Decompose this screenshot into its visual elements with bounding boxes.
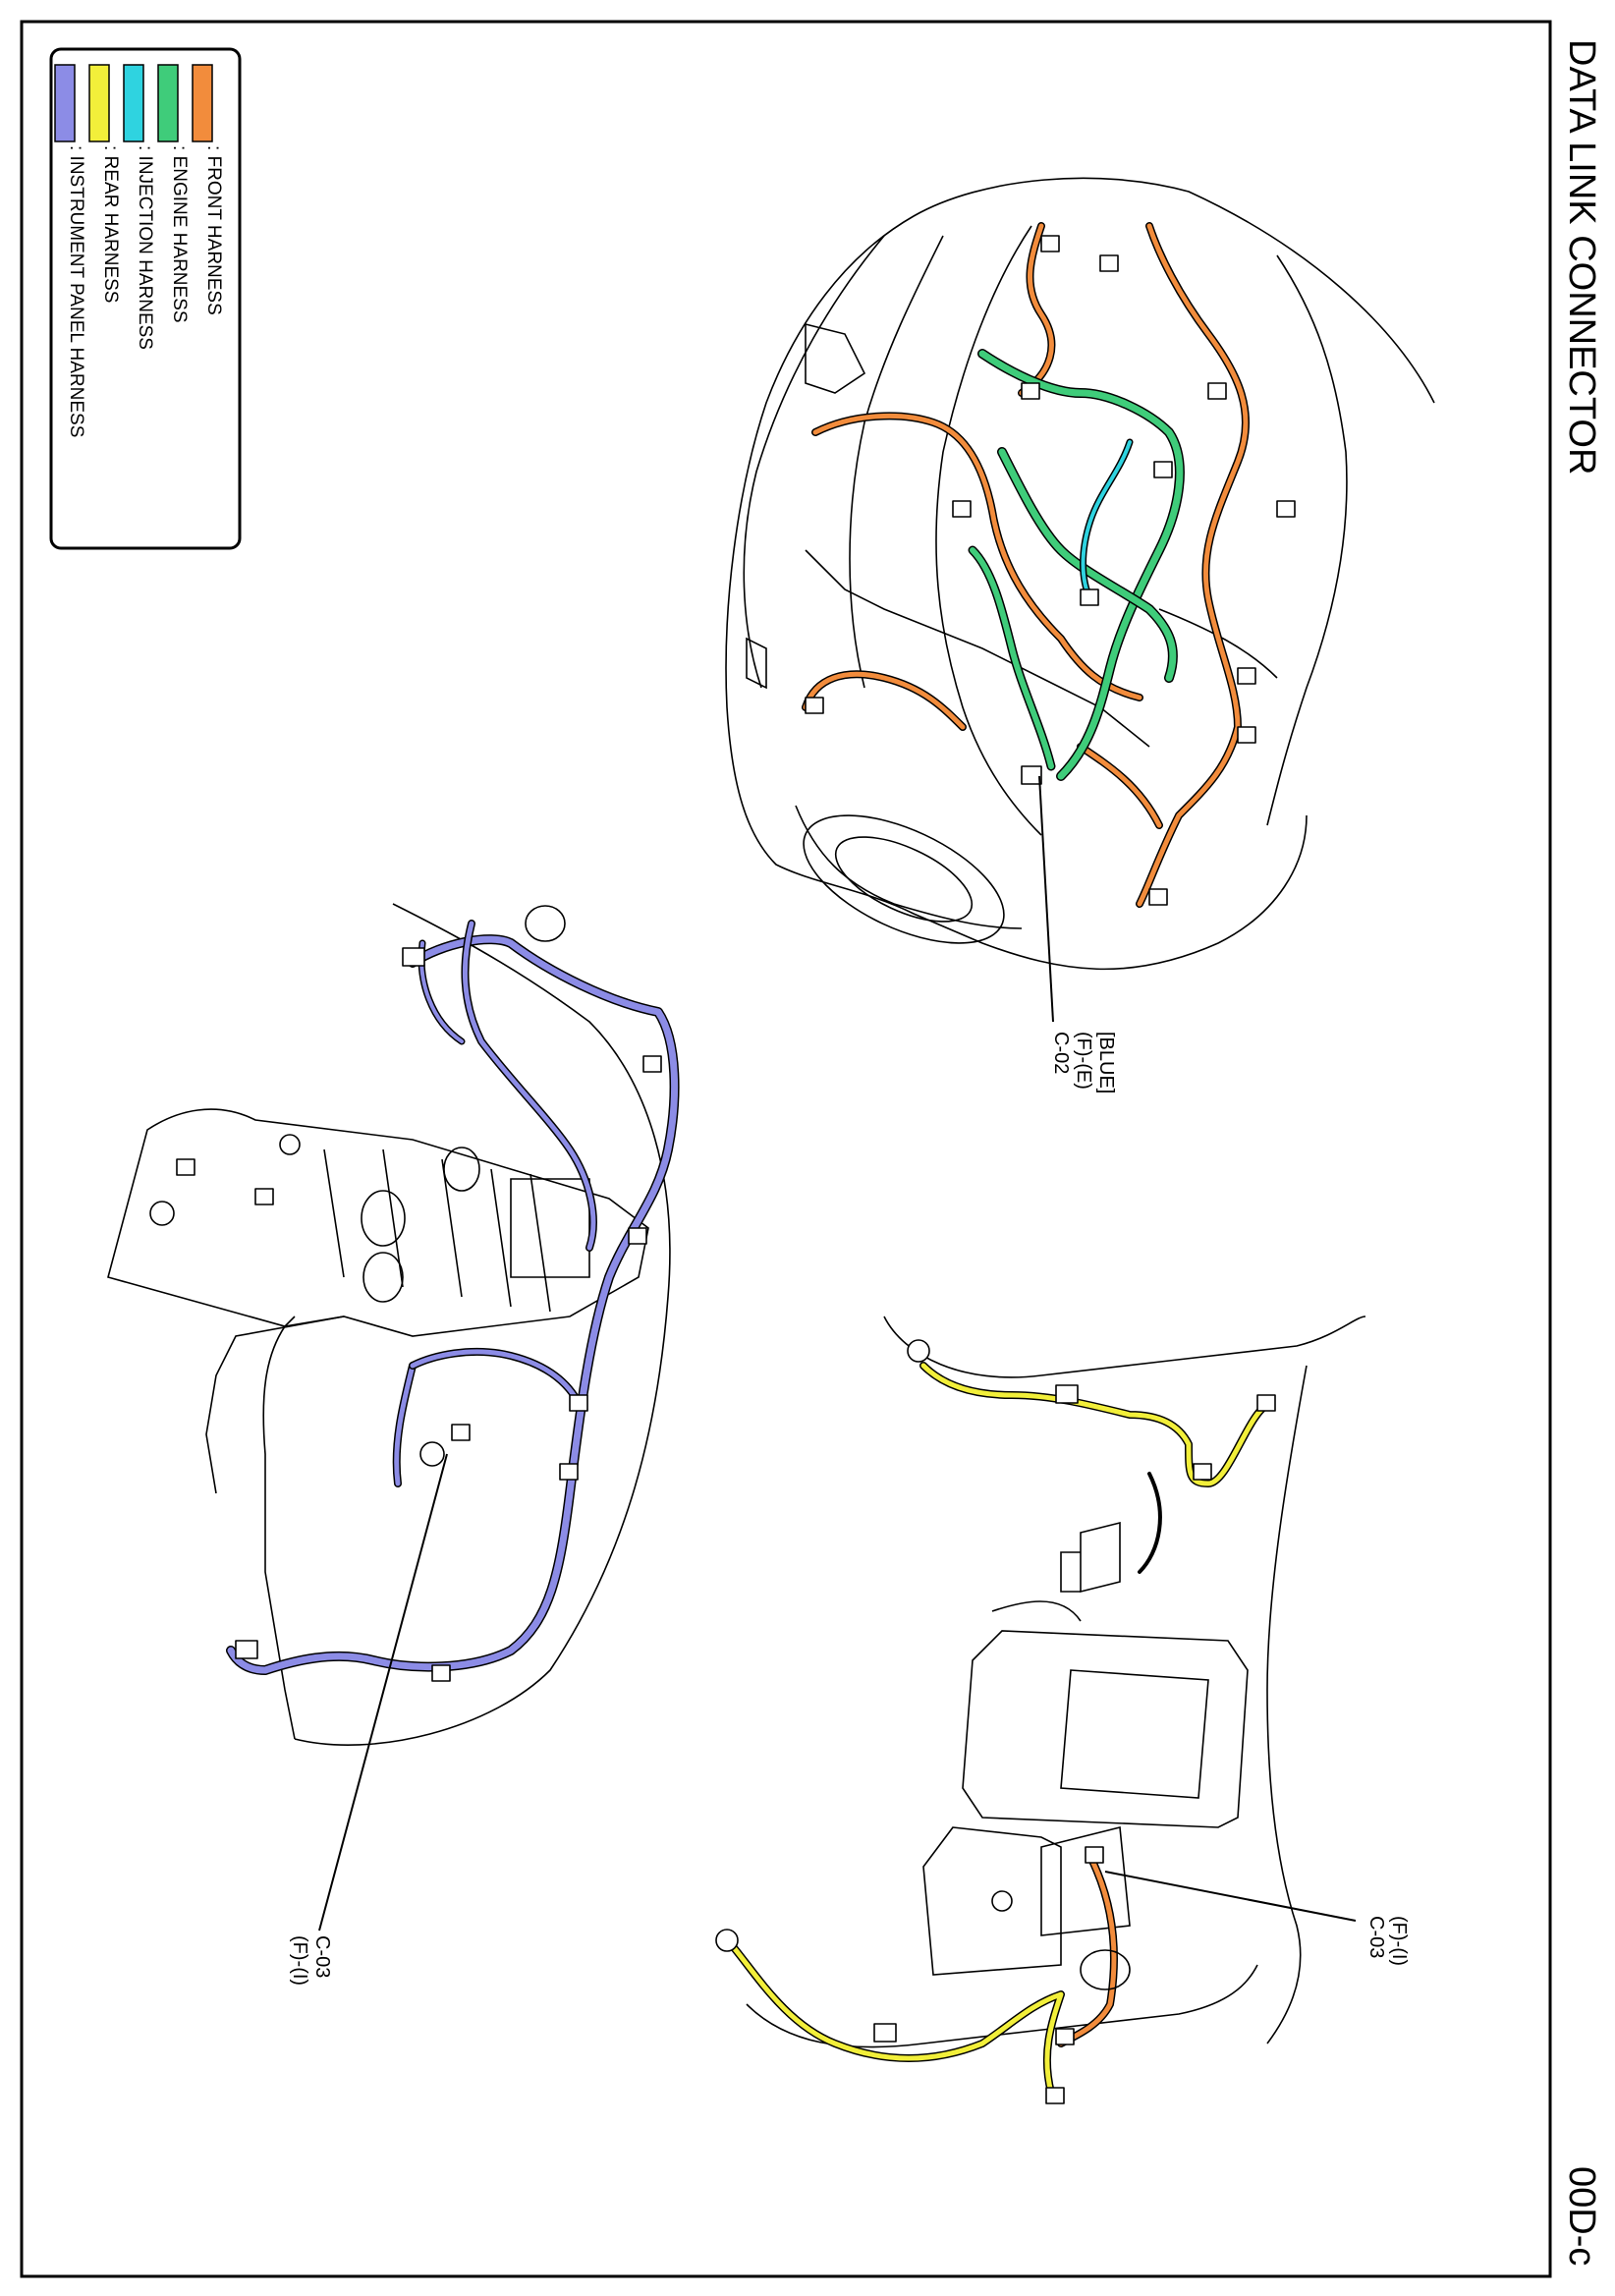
engine-callout-line3: C-02 xyxy=(1050,1032,1072,1074)
dash-callout-line2: (F)-(I) xyxy=(289,1935,310,1986)
legend-label-instrument: : INSTRUMENT PANEL HARNESS xyxy=(66,145,86,437)
page-frame xyxy=(20,20,1552,2278)
engine-callout-line2: (F)-(E) xyxy=(1073,1032,1094,1090)
legend-swatch-3 xyxy=(88,64,110,142)
legend-swatch-2 xyxy=(123,64,144,142)
legend-box xyxy=(49,47,242,550)
legend-swatch-0 xyxy=(192,64,213,142)
legend: : FRONT HARNESS : ENGINE HARNESS : INJEC… xyxy=(49,47,242,550)
dash-callout-line1: C-03 xyxy=(311,1935,333,1978)
floor-rear-view xyxy=(746,1316,1366,2048)
engine-callout-line1: [BLUE] xyxy=(1095,1032,1117,1093)
legend-label-front: : FRONT HARNESS xyxy=(203,145,224,315)
instrument-panel-harness xyxy=(149,920,680,1682)
legend-swatch-1 xyxy=(157,64,179,142)
legend-label-engine: : ENGINE HARNESS xyxy=(169,145,190,323)
floor-connector-callout: (F)-(I) C-03 xyxy=(1104,1871,1410,1966)
rear-harness xyxy=(715,1339,1276,2104)
instrument-panel-view xyxy=(107,903,671,1746)
page-title: DATA LINK CONNECTOR xyxy=(1561,39,1602,475)
floor-callout-line1: (F)-(I) xyxy=(1388,1916,1410,1966)
page-code: 00D-c xyxy=(1561,2166,1602,2266)
floor-callout-line2: C-03 xyxy=(1365,1916,1387,1958)
legend-label-injection: : INJECTION HARNESS xyxy=(135,145,155,350)
engine-connector-callout: [BLUE] (F)-(E) C-02 xyxy=(1038,775,1117,1093)
dash-connector-callout: C-03 (F)-(I) xyxy=(289,1453,448,1986)
legend-swatch-4 xyxy=(54,64,76,142)
engine-bay-harnesses xyxy=(802,222,1296,908)
legend-label-rear: : REAR HARNESS xyxy=(100,145,121,303)
